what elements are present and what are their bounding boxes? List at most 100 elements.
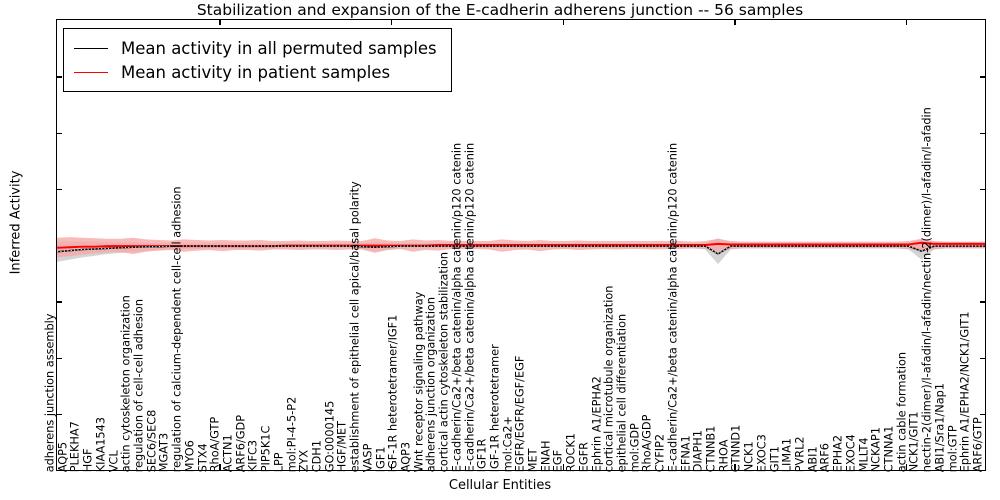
x-category-label: IGF1 <box>374 446 388 472</box>
x-tick-mark <box>734 19 736 25</box>
plot-clip <box>57 20 985 470</box>
x-category-label: AQP3 <box>399 441 413 472</box>
legend-label-permuted: Mean activity in all permuted samples <box>121 38 437 58</box>
x-category-label: E-cadherin/Ca2+/beta catenin/alpha caten… <box>666 142 680 472</box>
y-axis-title: Inferred Activity <box>8 170 24 275</box>
x-category-label: ARF6/GTP <box>971 416 985 472</box>
x-category-label: ARF6 <box>819 442 833 472</box>
chart-title: Stabilization and expansion of the E-cad… <box>196 1 804 19</box>
x-category-label: mol:Ca2+ <box>501 415 515 472</box>
x-category-label: MET <box>526 448 540 472</box>
legend-item-permuted: Mean activity in all permuted samples <box>74 36 437 60</box>
y-tick-mark <box>980 132 986 134</box>
x-tick-mark <box>906 19 908 25</box>
x-category-label: establishment of epithelial cell apical/… <box>348 180 362 472</box>
x-category-label: EFNA1 <box>679 434 693 472</box>
x-category-label: STX4 <box>196 443 210 472</box>
y-tick-mark <box>980 413 986 416</box>
x-category-label: regulation of cell-cell adhesion <box>132 298 146 472</box>
x-category-label: epithelial cell differentiation <box>615 313 629 472</box>
y-tick-mark <box>56 188 62 191</box>
x-category-label: Wnt receptor signaling pathway <box>412 291 426 472</box>
x-category-label: IGF-1R heterotetramer <box>488 343 502 472</box>
y-tick-mark <box>980 301 986 303</box>
x-category-label: IGF1R <box>475 438 489 472</box>
x-category-label: cortical microtubule organization <box>603 285 617 472</box>
x-category-label: PIP5K1C <box>259 425 273 472</box>
x-category-label: EXOC4 <box>844 433 858 472</box>
x-category-label: ABI1 <box>806 446 820 472</box>
x-category-label: MYO6 <box>183 439 197 472</box>
x-category-label: mol:PI-4-5-P2 <box>285 396 299 472</box>
x-category-label: HGF/MET <box>336 420 350 472</box>
x-category-label: EGFR <box>577 441 591 472</box>
x-axis-title: Cellular Entities <box>448 478 552 493</box>
x-category-label: CTNNB1 <box>704 425 718 472</box>
x-category-label: HGF <box>81 448 95 472</box>
y-tick-mark <box>56 413 62 416</box>
x-category-label: VASP <box>361 443 375 472</box>
x-category-label: E-cadherin/Ca2+/beta catenin/alpha caten… <box>450 142 464 472</box>
y-tick-mark <box>56 301 62 303</box>
x-category-label: mol:GTP <box>946 425 960 472</box>
x-category-label: RHOA <box>717 439 731 472</box>
x-category-label: LIMA1 <box>781 437 795 472</box>
x-tick-mark <box>906 464 908 470</box>
x-tick-mark <box>734 464 736 470</box>
x-category-label: EPHA2 <box>831 434 845 472</box>
x-tick-mark <box>219 464 221 470</box>
plot-area <box>56 19 986 471</box>
series-canvas <box>57 237 985 265</box>
x-category-label: MLLT4 <box>857 437 871 472</box>
x-category-label: CDH1 <box>310 439 324 472</box>
x-category-label: AQP5 <box>56 441 70 472</box>
x-category-label: Ephrin A1/EPHA2 <box>590 375 604 472</box>
y-tick-mark <box>56 76 62 78</box>
x-category-label: ZYX <box>297 449 311 472</box>
x-category-label: GO:0000145 <box>323 400 337 472</box>
x-category-label: cortical actin cytoskeleton stabilizatio… <box>437 251 451 472</box>
x-category-label: ABI1/Sra1/Nap1 <box>933 382 947 472</box>
x-category-label: CTNND1 <box>730 424 744 472</box>
x-category-label: PLEKHA7 <box>69 420 83 472</box>
legend-swatch-patient <box>74 71 108 73</box>
x-category-label: nectin-2(dimer)/l-afadin/l-afadin/nectin… <box>920 106 934 472</box>
x-category-label: VCL <box>107 450 121 472</box>
x-category-label: adherens junction assembly <box>43 313 57 472</box>
x-category-label: LPP <box>272 452 286 472</box>
x-category-label: ROCK1 <box>564 432 578 472</box>
x-category-label: Ephrin A1/EPHA2/NCK1/GIT1 <box>958 311 972 472</box>
x-category-label: EXOC3 <box>755 433 769 472</box>
x-category-label: NCK1 <box>742 441 756 472</box>
y-tick-mark <box>980 357 986 359</box>
x-category-label: adherens junction organization <box>425 296 439 472</box>
x-category-label: PVRL2 <box>793 436 807 472</box>
x-category-label: CTNNA1 <box>882 425 896 472</box>
legend-item-patient: Mean activity in patient samples <box>74 60 437 84</box>
x-category-label: MGAT3 <box>158 432 172 472</box>
x-category-label: ENAH <box>539 440 553 472</box>
x-category-label: IGF-1R heterotetramer/IGF1 <box>386 314 400 472</box>
x-tick-mark <box>391 464 393 470</box>
x-category-label: SEC6/SEC8 <box>145 409 159 472</box>
x-category-label: ARF6/GDP <box>234 414 248 472</box>
x-category-label: actin cable formation <box>895 351 909 472</box>
x-category-label: CYFIP2 <box>653 433 667 472</box>
x-category-label: actin cytoskeleton organization <box>119 294 133 472</box>
legend: Mean activity in all permuted samples Me… <box>63 28 452 92</box>
x-category-label: mol:GDP <box>628 422 642 472</box>
x-category-label: ACTN1 <box>221 434 235 472</box>
y-tick-mark <box>980 188 986 191</box>
x-category-label: RhoA/GTP <box>208 416 222 472</box>
x-tick-mark <box>562 464 565 470</box>
x-category-label: KIFC3 <box>247 439 261 472</box>
x-category-label: E-cadherin/Ca2+/beta catenin/alpha caten… <box>463 142 477 472</box>
x-category-label: RhoA/GDP <box>641 414 655 472</box>
y-tick-mark <box>56 357 62 359</box>
x-category-label: GIT1 <box>768 445 782 472</box>
x-category-label: NCK1/GIT1 <box>908 411 922 472</box>
x-tick-mark <box>391 19 393 25</box>
x-category-label: EGFR/EGFR/EGF/EGF <box>514 355 528 472</box>
x-tick-mark <box>562 19 565 25</box>
